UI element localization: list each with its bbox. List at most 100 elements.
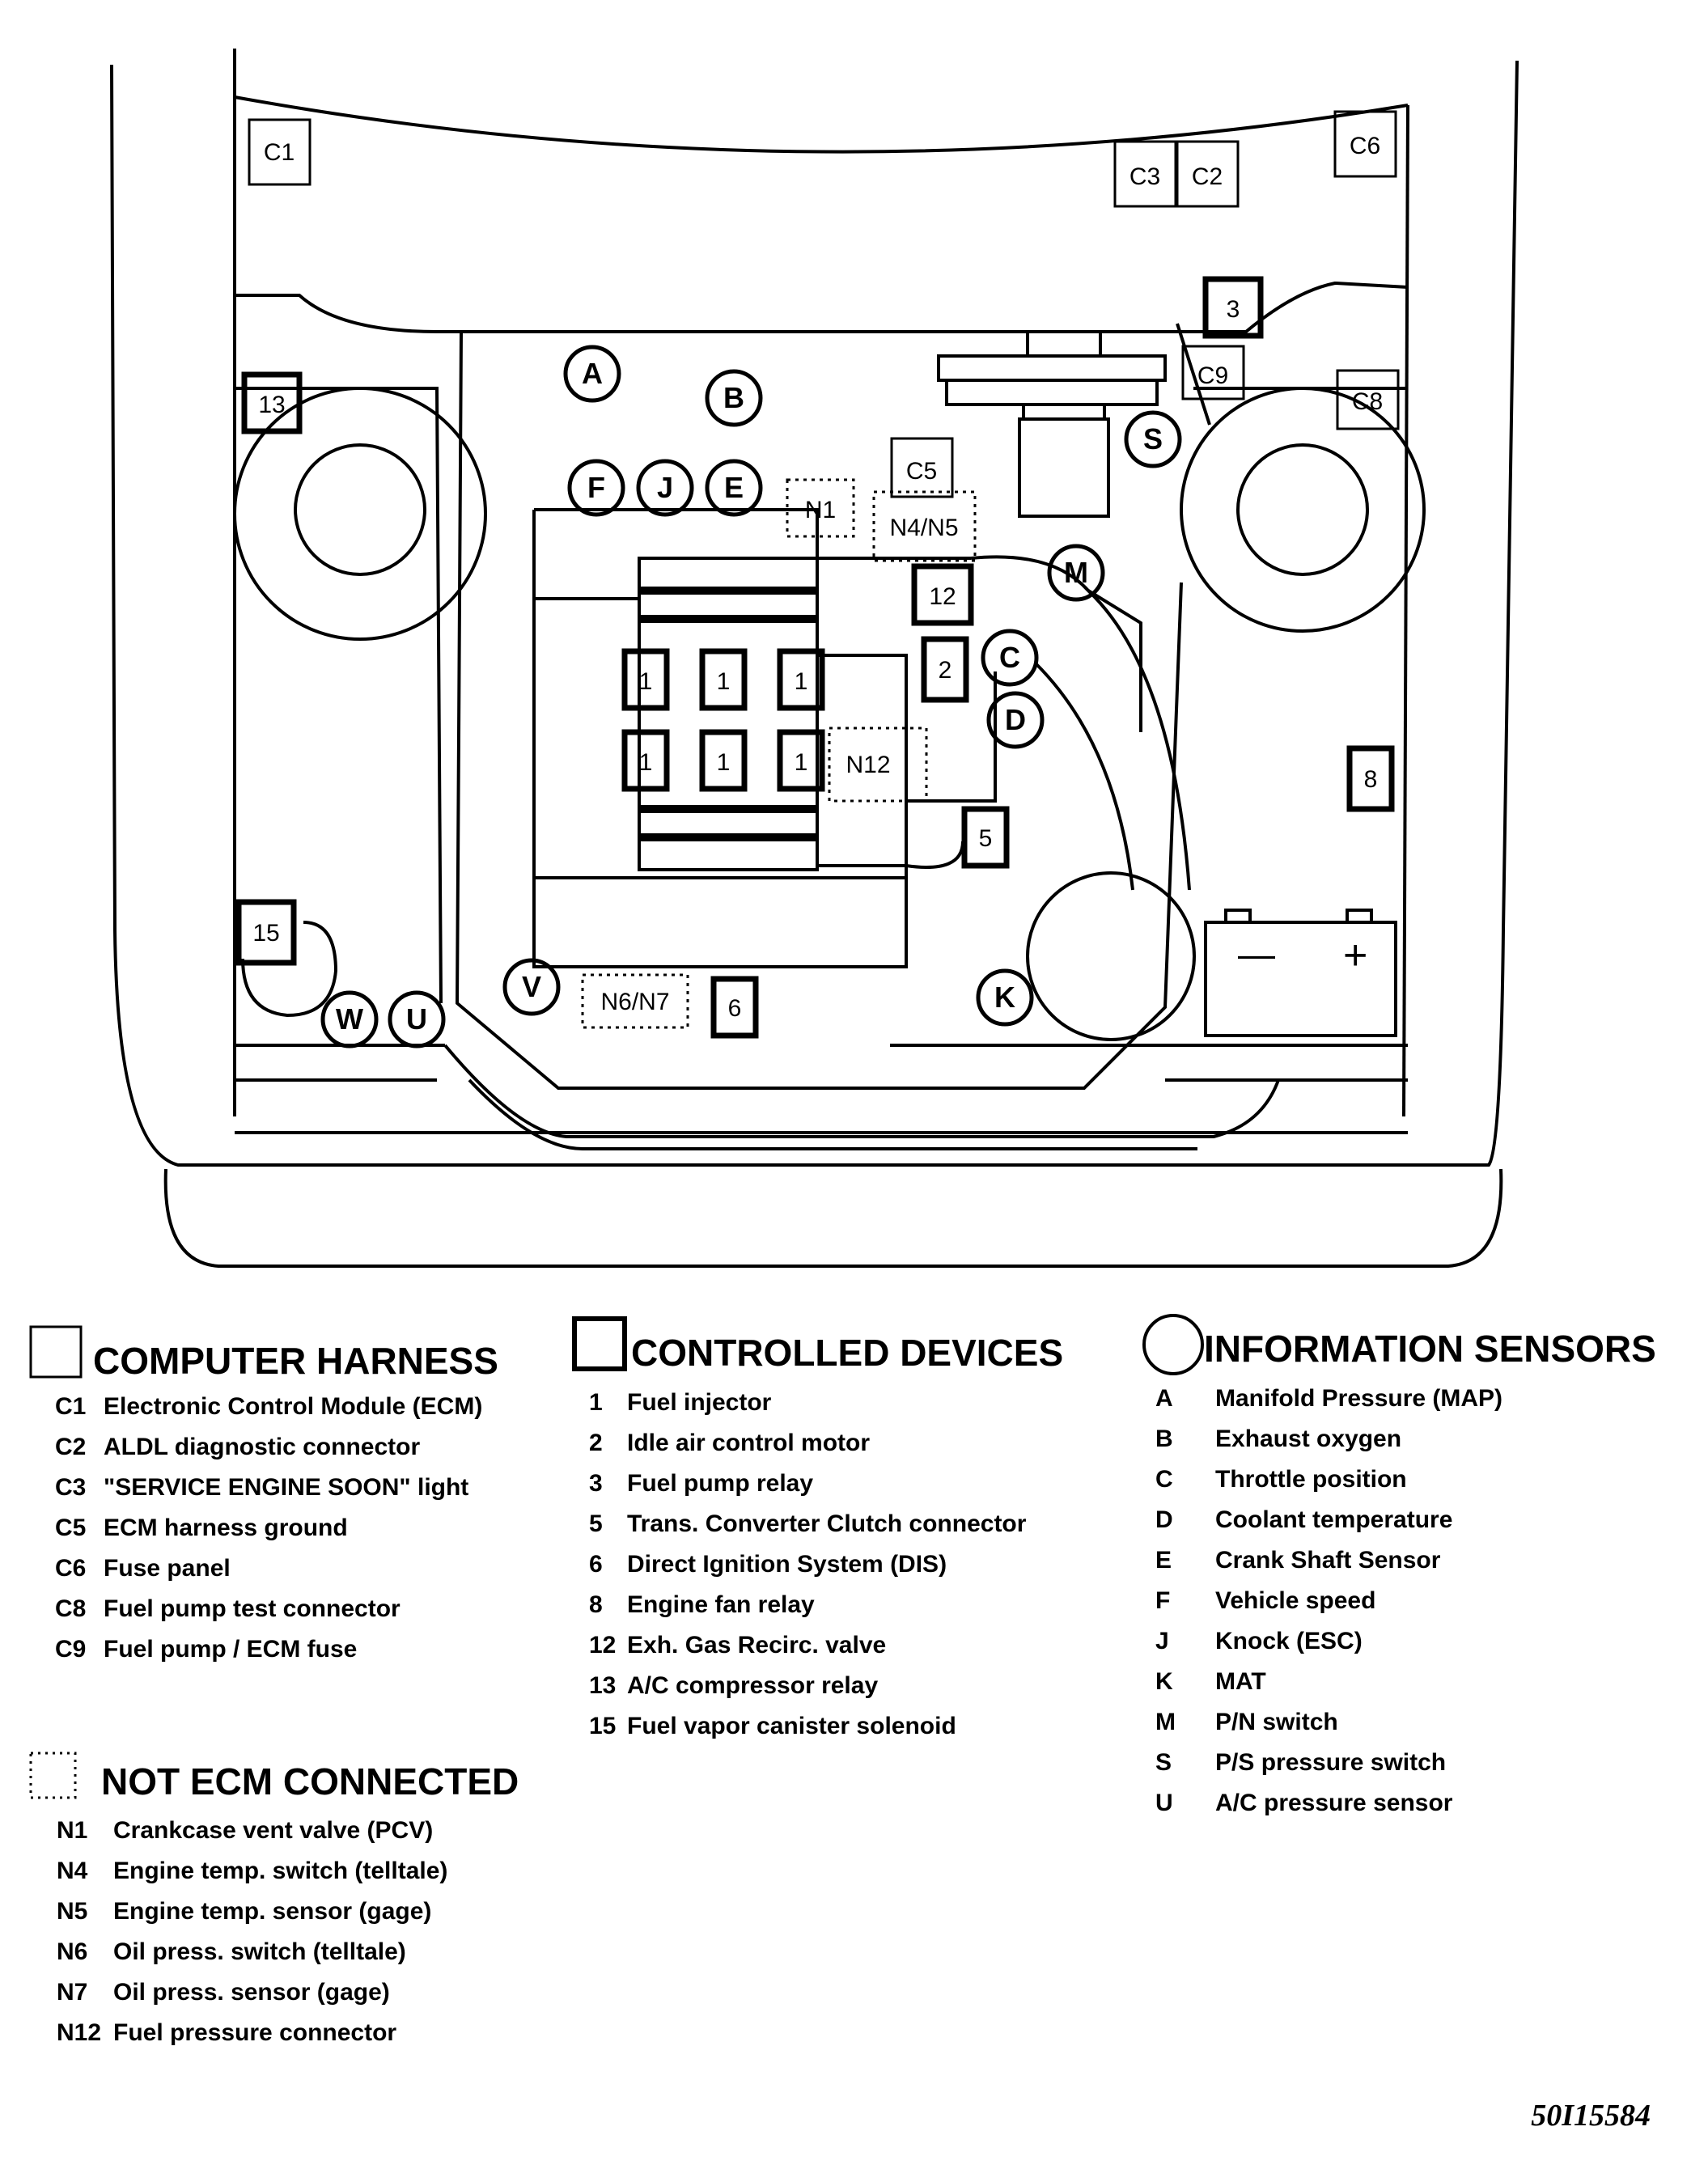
legend-item-code: K [1155, 1668, 1173, 1695]
component-N6-N7[interactable]: N6/N7 [581, 973, 689, 1029]
svg-text:3: 3 [1227, 296, 1240, 323]
sensor-K[interactable]: K [976, 968, 1034, 1027]
svg-text:N4/N5: N4/N5 [889, 515, 958, 541]
svg-text:C: C [999, 641, 1020, 674]
svg-text:C1: C1 [264, 139, 295, 166]
component-1-injector[interactable]: 1 [777, 648, 825, 711]
legend-item-code: 3 [589, 1470, 603, 1497]
legend-not-ecm-title: NOT ECM CONNECTED [101, 1760, 519, 1803]
svg-text:S: S [1143, 422, 1163, 455]
sensor-U[interactable]: U [388, 990, 446, 1048]
legend-item-text: Fuel injector [627, 1389, 772, 1416]
svg-text:C9: C9 [1197, 362, 1228, 389]
legend-item-text: Idle air control motor [627, 1430, 870, 1456]
battery-positive-label: + [1343, 932, 1367, 979]
svg-text:8: 8 [1364, 766, 1378, 793]
battery: — + [1204, 909, 1397, 1037]
legend-item-code: 1 [589, 1389, 603, 1416]
component-13[interactable]: 13 [241, 371, 303, 434]
sensor-E[interactable]: E [705, 459, 763, 517]
component-1-injector[interactable]: 1 [621, 729, 670, 792]
legend-item-code: C6 [55, 1555, 86, 1582]
not-ecm-components: N1 N4/N5 N12 N6/N7 [581, 478, 977, 1029]
component-5[interactable]: 5 [961, 806, 1010, 869]
legend-item-code: 5 [589, 1510, 603, 1537]
battery-negative-label: — [1238, 933, 1275, 975]
legend-harness-title: COMPUTER HARNESS [93, 1340, 498, 1382]
legend-item-code: C5 [55, 1514, 86, 1541]
svg-text:B: B [723, 381, 744, 414]
legend-item-text: MAT [1215, 1668, 1266, 1695]
svg-text:2: 2 [939, 657, 952, 684]
component-1-injector[interactable]: 1 [699, 729, 748, 792]
svg-text:1: 1 [795, 749, 808, 776]
legend-item-code: C2 [55, 1434, 86, 1460]
component-2[interactable]: 2 [921, 636, 969, 703]
component-1-injector[interactable]: 1 [621, 648, 670, 711]
engine-bay-outline [110, 49, 1519, 1268]
component-C6[interactable]: C6 [1333, 110, 1397, 178]
legend-item-text: Fuel pump test connector [104, 1595, 401, 1622]
svg-text:D: D [1005, 703, 1026, 736]
component-1-injector[interactable]: 1 [777, 729, 825, 792]
legend-item-text: Vehicle speed [1215, 1587, 1375, 1614]
legend-item-code: 2 [589, 1430, 603, 1456]
legend-item-text: Fuse panel [104, 1555, 231, 1582]
sensor-F[interactable]: F [567, 459, 625, 517]
svg-text:J: J [657, 471, 673, 504]
svg-text:1: 1 [717, 749, 731, 776]
controlled-device-components: 13 3 12 2 8 5 6 15 1 1 1 1 1 1 [235, 276, 1395, 1039]
legend-item-text: Exhaust oxygen [1215, 1426, 1401, 1452]
component-15[interactable]: 15 [235, 899, 297, 966]
component-3[interactable]: 3 [1202, 276, 1264, 339]
sensor-M[interactable]: M [1047, 544, 1105, 602]
component-N4-N5[interactable]: N4/N5 [872, 490, 977, 562]
legend-item-text: P/S pressure switch [1215, 1749, 1446, 1776]
component-N1[interactable]: N1 [786, 478, 855, 538]
legend-item-code: F [1155, 1587, 1170, 1614]
component-C9[interactable]: C9 [1181, 345, 1245, 400]
legend-item-text: Fuel pump relay [627, 1470, 813, 1497]
svg-text:C3: C3 [1129, 163, 1160, 190]
legend-item-code: 8 [589, 1591, 603, 1618]
component-6[interactable]: 6 [710, 976, 759, 1039]
svg-text:C2: C2 [1192, 163, 1223, 190]
legend-item-text: Fuel pump / ECM fuse [104, 1636, 357, 1663]
svg-text:1: 1 [639, 668, 653, 695]
svg-text:1: 1 [717, 668, 731, 695]
canister-solenoid-wiring [241, 921, 338, 1018]
legend-item-text: Electronic Control Module (ECM) [104, 1393, 482, 1420]
component-1-injector[interactable]: 1 [699, 648, 748, 711]
component-C1[interactable]: C1 [248, 118, 312, 186]
svg-text:6: 6 [728, 995, 742, 1022]
component-C5[interactable]: C5 [890, 437, 954, 498]
sensor-J[interactable]: J [636, 459, 694, 517]
legend-item-text: Coolant temperature [1215, 1506, 1452, 1533]
sensor-B[interactable]: B [705, 369, 763, 427]
sensor-S[interactable]: S [1124, 410, 1182, 468]
legend-item-text: Trans. Converter Clutch connector [627, 1510, 1027, 1537]
legend-item-text: Direct Ignition System (DIS) [627, 1551, 947, 1578]
sensor-A[interactable]: A [563, 345, 621, 403]
legend-thin-square-symbol [29, 1325, 83, 1379]
sensor-V[interactable]: V [502, 958, 561, 1016]
intake-duct [970, 555, 1196, 1041]
component-12[interactable]: 12 [911, 563, 974, 626]
component-C8[interactable]: C8 [1336, 369, 1400, 430]
legend-item-text: Engine fan relay [627, 1591, 815, 1618]
legend-item-code: N6 [57, 1938, 87, 1965]
component-N12[interactable]: N12 [828, 727, 928, 803]
svg-text:A: A [582, 357, 603, 390]
sensor-C[interactable]: C [981, 629, 1039, 687]
sensor-D[interactable]: D [986, 691, 1045, 749]
legend-item-text: Oil press. sensor (gage) [113, 1979, 390, 2006]
component-C2[interactable]: C2 [1176, 140, 1240, 208]
component-8[interactable]: 8 [1346, 745, 1395, 812]
legend-circle-symbol [1142, 1314, 1204, 1375]
legend-item-code: M [1155, 1709, 1176, 1735]
sensor-W[interactable]: W [320, 990, 379, 1048]
component-C3[interactable]: C3 [1113, 140, 1177, 208]
legend-item-code: D [1155, 1506, 1173, 1533]
legend-item-code: 15 [589, 1713, 616, 1739]
